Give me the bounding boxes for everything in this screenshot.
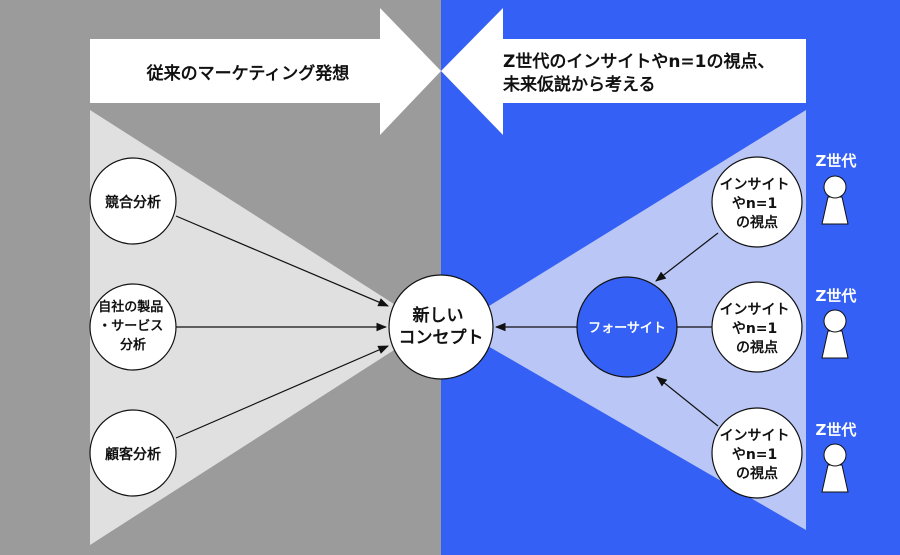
svg-text:インサイト やn=1 の視点: インサイト やn=1 の視点: [720, 302, 795, 356]
genz-arrow-label: Z世代のインサイトやn=1の視点、 未来仮説から考える: [502, 51, 780, 95]
traditional-arrow-label: 従来のマーケティング発想: [146, 63, 350, 84]
svg-text:顧客分析: 顧客分析: [105, 446, 161, 463]
connector-insight-1: [655, 232, 719, 282]
svg-text:インサイト やn=1 の視点: インサイト やn=1 の視点: [720, 428, 795, 482]
node-product-service-analysis: 自社の製品 ・サービス 分析: [89, 283, 177, 371]
connector-competitor: [175, 215, 389, 307]
node-insight-1: インサイト やn=1 の視点: [711, 156, 803, 248]
node-new-concept: 新しい コンセプト: [388, 274, 494, 380]
person-genz-1: Z世代: [816, 152, 857, 225]
person-label: Z世代: [816, 421, 857, 439]
person-label: Z世代: [816, 287, 857, 305]
person-label: Z世代: [816, 152, 857, 170]
svg-text:自社の製品 ・サービス 分析: 自社の製品 ・サービス 分析: [98, 299, 168, 353]
connector-customer: [175, 345, 389, 439]
node-customer-analysis: 顧客分析: [89, 409, 177, 497]
genz-arrow: [441, 8, 806, 135]
node-foresight: フォーサイト: [576, 276, 678, 378]
traditional-arrow: [90, 8, 441, 135]
person-genz-2: Z世代: [816, 287, 857, 359]
connector-insight-3: [656, 376, 719, 427]
svg-text:フォーサイト: フォーサイト: [588, 321, 666, 336]
svg-text:インサイト やn=1 の視点: インサイト やn=1 の視点: [720, 177, 795, 231]
node-insight-2: インサイト やn=1 の視点: [711, 281, 803, 373]
node-competitor-analysis: 競合分析: [89, 157, 177, 245]
node-insight-3: インサイト やn=1 の視点: [711, 407, 803, 499]
svg-text:競合分析: 競合分析: [105, 194, 161, 211]
person-genz-3: Z世代: [816, 421, 857, 493]
svg-text:新しい コンセプト: 新しい コンセプト: [399, 305, 484, 348]
